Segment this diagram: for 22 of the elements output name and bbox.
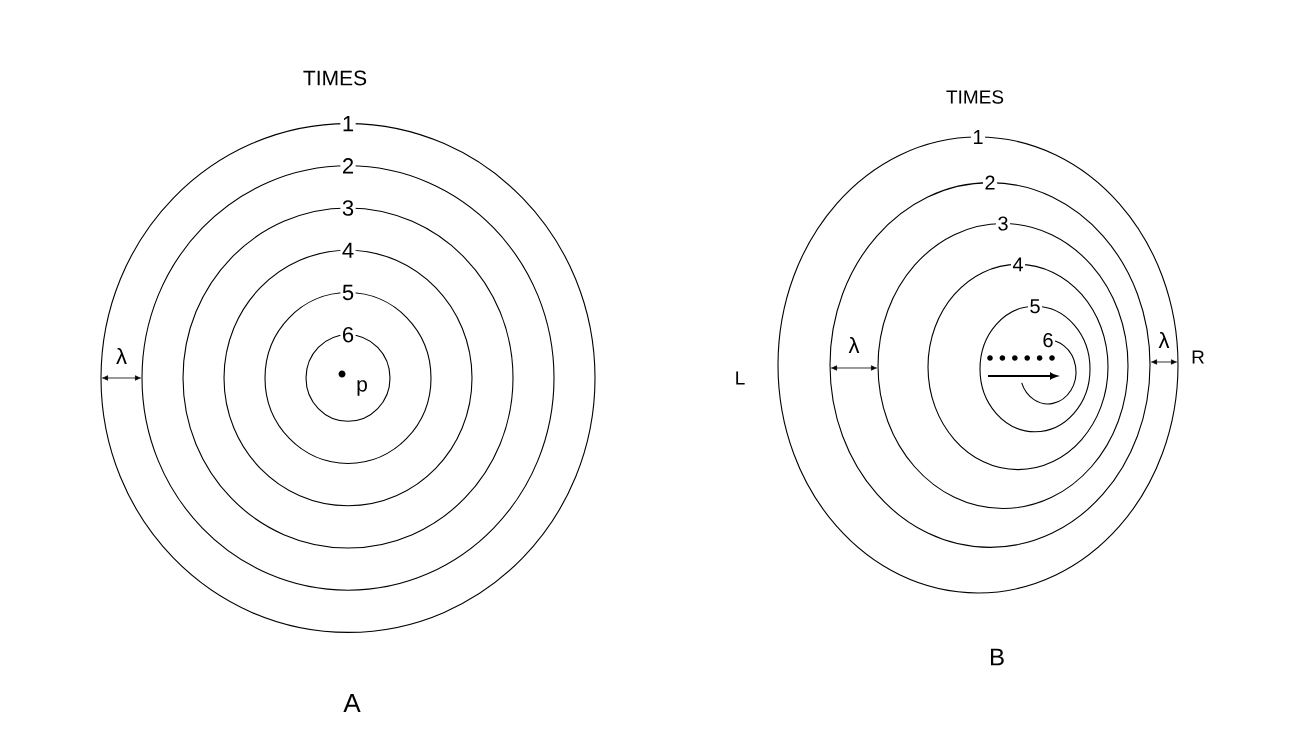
time-number: 2 bbox=[982, 174, 998, 192]
time-number: 5 bbox=[340, 283, 356, 302]
time-number: 4 bbox=[340, 241, 356, 260]
time-number: 5 bbox=[1027, 297, 1043, 315]
wavelength-label: λ bbox=[1158, 332, 1170, 348]
time-number: 6 bbox=[340, 325, 356, 344]
time-number: 3 bbox=[340, 198, 356, 218]
time-number: 1 bbox=[970, 128, 986, 146]
time-number: 6 bbox=[1040, 331, 1056, 349]
side-label: L bbox=[736, 371, 745, 385]
times-heading: TIMES bbox=[303, 70, 367, 86]
panel-label: A bbox=[343, 694, 361, 712]
time-number: 2 bbox=[340, 156, 356, 175]
times-heading: TIMES bbox=[946, 90, 1004, 104]
time-number: 3 bbox=[995, 214, 1011, 233]
wavelength-label: λ bbox=[116, 348, 127, 364]
wavelength-label: λ bbox=[848, 337, 860, 353]
point-label: p bbox=[357, 380, 367, 396]
panel-label: B bbox=[991, 648, 1004, 666]
time-number: 1 bbox=[340, 114, 356, 133]
time-number: 4 bbox=[1010, 256, 1026, 273]
side-label: R bbox=[1192, 350, 1204, 364]
